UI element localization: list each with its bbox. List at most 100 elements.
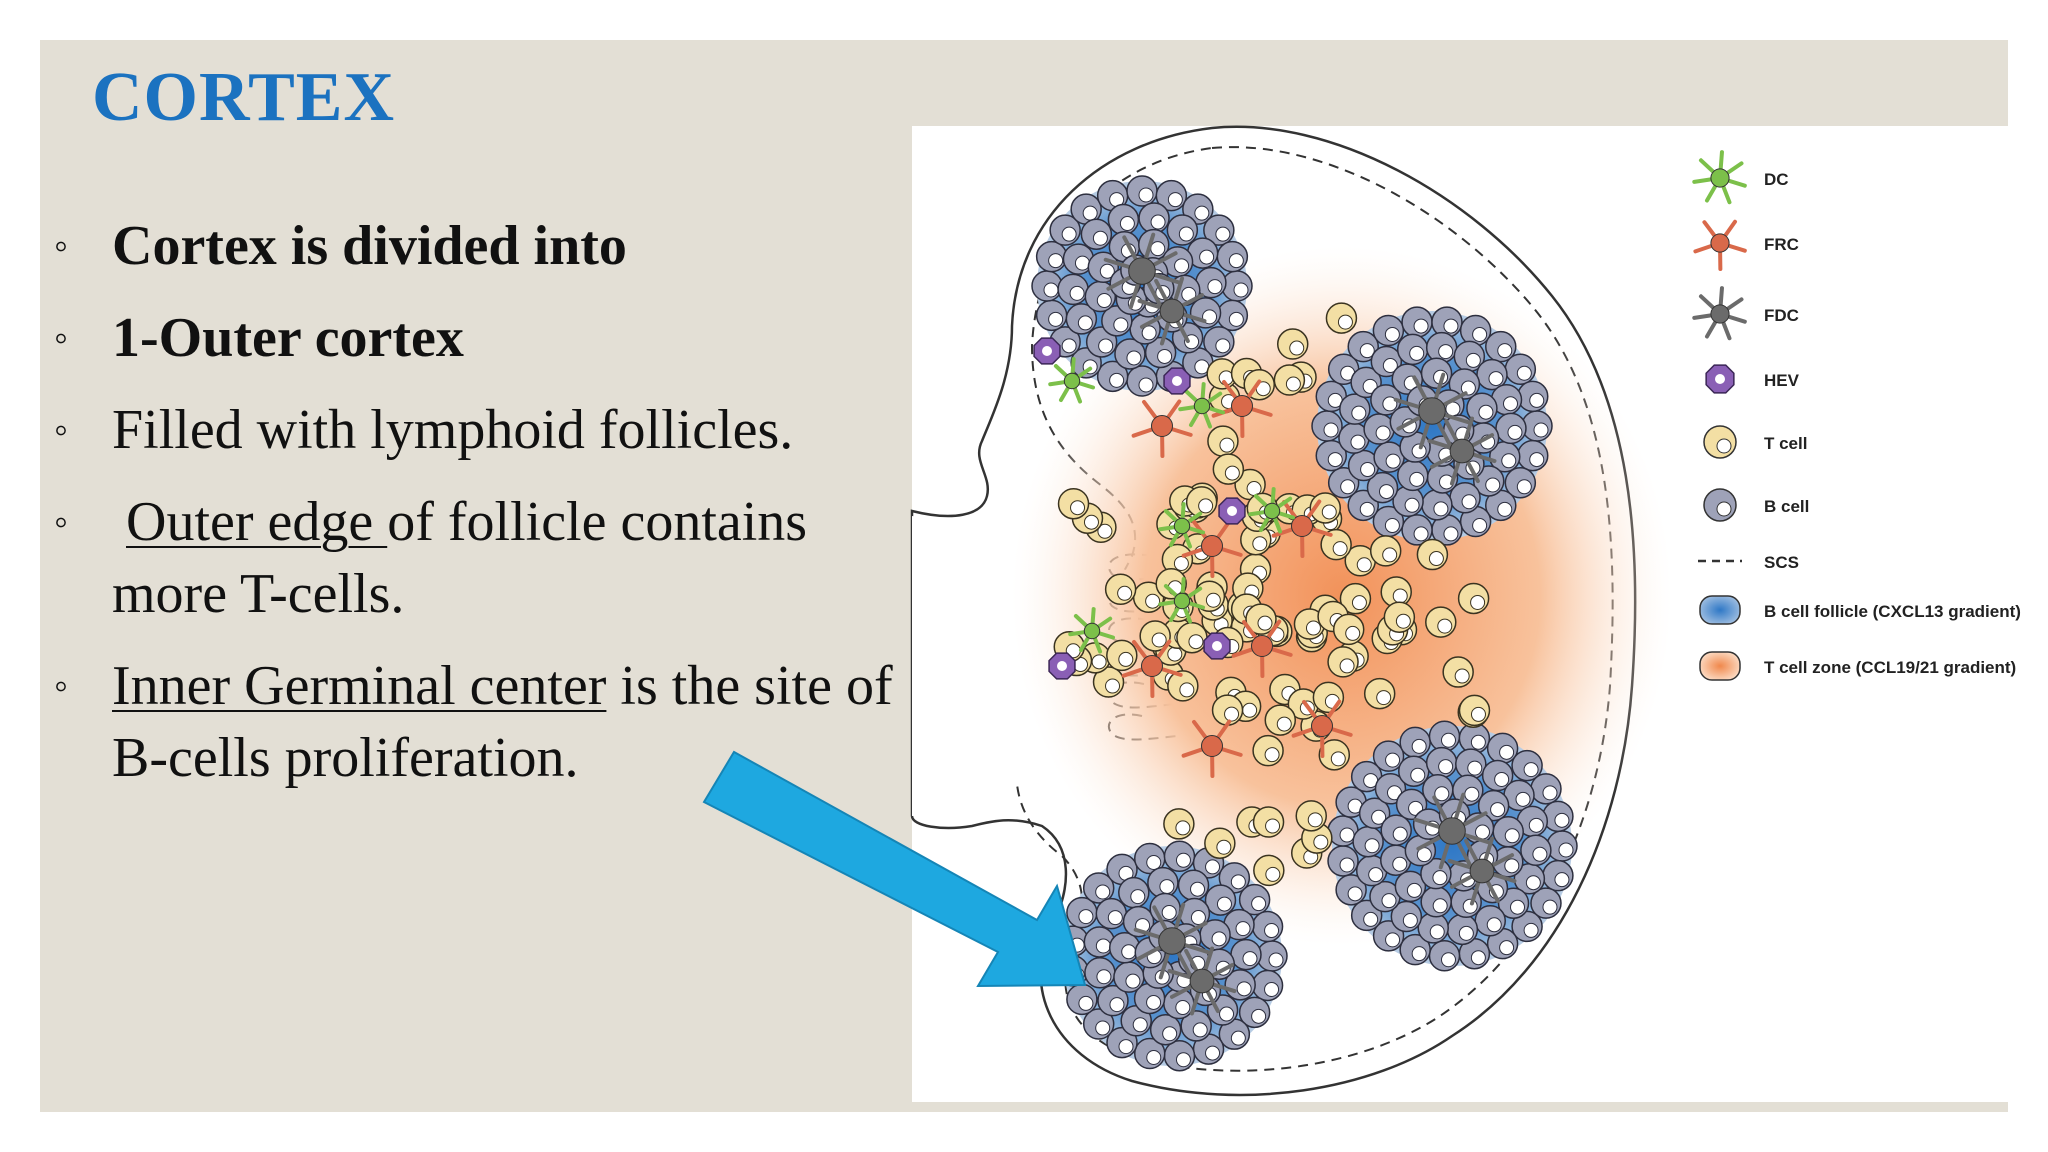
b-cell	[1474, 905, 1506, 937]
b-cell	[1490, 383, 1523, 416]
bullet-1: ◦ Cortex is divided into	[54, 210, 914, 282]
b-cell	[1516, 439, 1549, 472]
frc-cell	[1181, 719, 1243, 778]
fdc-cell	[1427, 416, 1497, 486]
b-cell	[1394, 870, 1427, 903]
bullet-marker: ◦	[54, 315, 69, 360]
t-cell	[1204, 827, 1236, 859]
b-cell	[1372, 505, 1405, 538]
b-cell	[1083, 926, 1116, 958]
bullet-rest: of follicle contains more T-cells.	[112, 491, 808, 625]
b-cell	[1178, 897, 1211, 930]
frc-cell	[1231, 619, 1293, 678]
bullet-marker: ◦	[54, 223, 69, 268]
fdc-cell	[1413, 792, 1491, 870]
b-follicle	[1031, 175, 1253, 397]
fdc-cell	[1103, 232, 1181, 310]
fdc-cell	[1133, 902, 1211, 980]
b-cell	[1166, 214, 1199, 246]
t-cell	[1167, 670, 1199, 702]
b-cell	[1133, 842, 1166, 875]
t-cell	[1369, 535, 1402, 567]
t-cell	[1327, 646, 1359, 678]
fibroblastic-reticular-cell-icon	[1693, 219, 1747, 271]
hev	[1218, 497, 1246, 525]
b-cell	[1486, 927, 1519, 960]
t-cell	[1457, 582, 1490, 615]
b-cell	[1511, 749, 1543, 782]
b-cell	[1238, 996, 1271, 1029]
frc-cell	[1121, 639, 1183, 698]
b-cell	[1370, 384, 1402, 416]
b-cell	[1065, 303, 1098, 335]
legend-label: FRC	[1764, 235, 1799, 254]
bullet-5: ◦ Inner Germinal center is the site of B…	[54, 650, 914, 794]
hev	[1048, 652, 1076, 680]
legend-label: T cell	[1764, 434, 1807, 453]
b-cell	[1476, 358, 1508, 391]
b-cell-icon	[1703, 488, 1737, 522]
t-cell	[1253, 854, 1285, 887]
b-cell	[1504, 353, 1537, 385]
t-cell	[1295, 800, 1327, 832]
b-cell	[1106, 853, 1138, 886]
b-cell	[1420, 886, 1452, 918]
bullet-rest: is the site of B-cells proliferation.	[112, 655, 893, 789]
t-cell	[1057, 487, 1090, 520]
dendritic-cell-icon	[1692, 150, 1747, 205]
t-cell	[1176, 621, 1208, 654]
b-cell	[1203, 326, 1235, 358]
b-cell	[1080, 218, 1113, 250]
b-cell	[1397, 459, 1429, 492]
bullet-text: Cortex is divided into	[112, 215, 627, 277]
legend-label: HEV	[1764, 371, 1800, 390]
t-cell	[1458, 694, 1491, 727]
b-cell	[1358, 797, 1391, 830]
dendritic-cell-icon	[1692, 150, 1747, 205]
b-cell	[1216, 240, 1249, 273]
b-cell	[1401, 514, 1433, 546]
b-cell	[1485, 330, 1517, 363]
b-cell	[1106, 1026, 1138, 1059]
t-cell	[1425, 606, 1457, 638]
t-cell	[1155, 568, 1187, 600]
b-cell	[1216, 299, 1249, 332]
t-cell	[1318, 739, 1351, 771]
b-cell	[1101, 305, 1133, 337]
t-cell	[1339, 582, 1372, 615]
dendritic-cells	[1048, 357, 1296, 654]
b-cell	[1149, 1013, 1182, 1046]
b-cell	[1426, 462, 1459, 494]
b-cell	[1177, 869, 1210, 901]
hev	[1033, 337, 1061, 365]
b-cell	[1147, 866, 1179, 899]
legend-label: B cell follicle (CXCL13 gradient)	[1764, 602, 2021, 621]
t-cell	[1161, 543, 1194, 576]
underlined-phrase: Inner Germinal center	[112, 655, 607, 717]
b-cell	[1327, 845, 1359, 877]
t-cell	[1273, 364, 1306, 396]
t-cell	[1325, 302, 1358, 334]
bullet-marker: ◦	[54, 407, 69, 452]
b-cell	[1372, 314, 1405, 347]
t-cell	[1383, 601, 1416, 633]
t-cell	[1106, 639, 1138, 672]
arrow-graphic	[702, 750, 1087, 988]
bullet-4: ◦ Outer edge of follicle contains more T…	[54, 486, 914, 630]
b-cell	[1492, 846, 1524, 878]
hev-icon	[1705, 364, 1735, 394]
bullet-2: ◦ 1-Outer cortex	[54, 302, 914, 374]
b-cell	[1520, 834, 1552, 867]
b-cell	[1428, 720, 1461, 753]
b-cell	[1542, 800, 1574, 833]
legend-label: DC	[1764, 170, 1789, 189]
bullet-marker: ◦	[54, 663, 69, 708]
b-cell	[1062, 243, 1095, 275]
legend-label: SCS	[1764, 553, 1799, 572]
b-cell	[1530, 773, 1562, 805]
b-cell	[1453, 340, 1486, 373]
t-cell	[1344, 545, 1376, 577]
legend-label: FDC	[1764, 306, 1799, 325]
